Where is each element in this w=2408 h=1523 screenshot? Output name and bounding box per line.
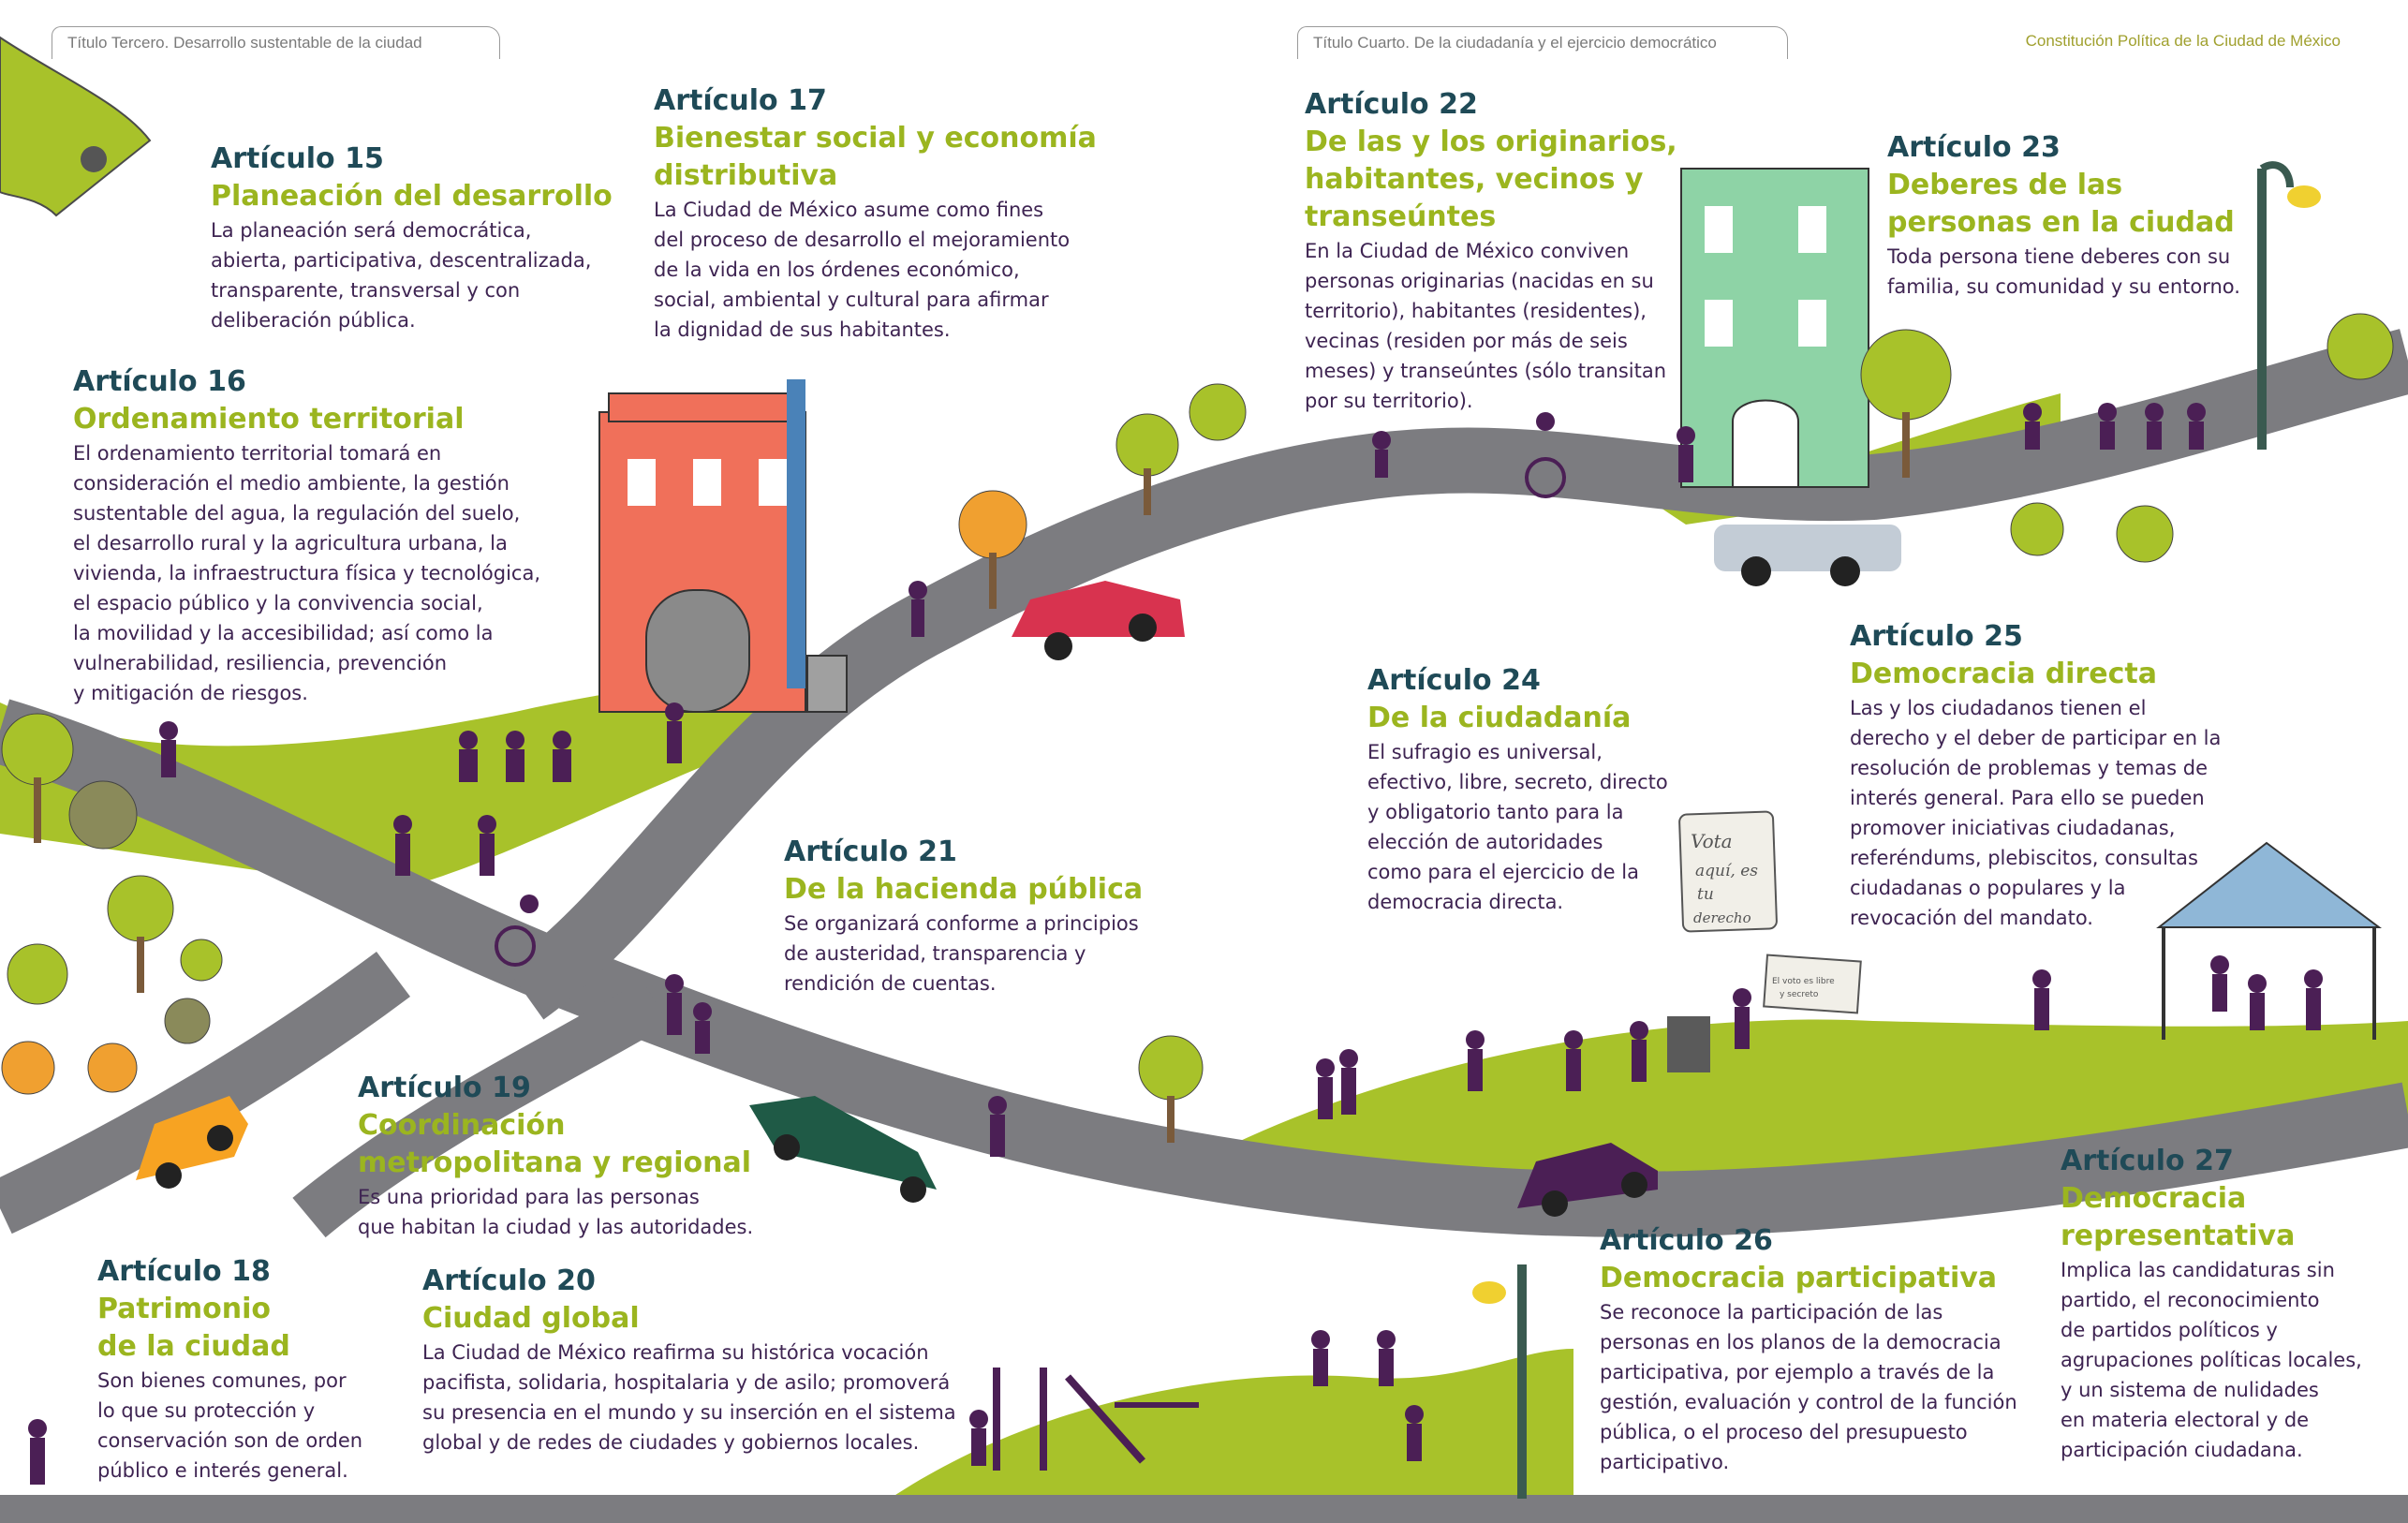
article-number: Artículo 16 (73, 365, 246, 398)
article-number: Artículo 21 (784, 835, 957, 868)
main-road (0, 699, 2408, 1237)
article-27: Artículo 27 Democracia representativa Im… (2061, 1143, 2362, 1465)
ballot-sign: El voto es libre y secreto (1763, 954, 1862, 1014)
event-tent (2156, 841, 2382, 1040)
vote-sign-line-1: Vota (1691, 830, 1733, 852)
article-number: Artículo 26 (1600, 1224, 1773, 1257)
ballot-box (1667, 1016, 1710, 1072)
article-body: La Ciudad de México asume como fines del… (654, 199, 1071, 341)
article-body: El ordenamiento territorial tomará en co… (73, 442, 541, 704)
article-number: Artículo 20 (422, 1264, 596, 1297)
article-15: Artículo 15 Planeación del desarrollo La… (211, 140, 613, 335)
tree-group (1, 313, 2394, 1143)
article-body: Es una prioridad para las personas que h… (358, 1186, 754, 1238)
article-number: Artículo 22 (1305, 88, 1478, 121)
street-lamp-right (2257, 161, 2321, 450)
article-24: Artículo 24 De la ciudadanía El sufragio… (1367, 662, 1668, 917)
article-body: La planeación será democrática, abierta,… (211, 219, 592, 332)
bell-icon (0, 36, 152, 217)
article-number: Artículo 15 (211, 142, 384, 175)
people-silhouettes (28, 403, 2323, 1485)
article-body: Toda persona tiene deberes con su famili… (1887, 245, 2240, 298)
vote-sign-line-4: derecho (1693, 909, 1751, 926)
grass-hill-center (1180, 1019, 2408, 1208)
article-body: Las y los ciudadanos tienen el derecho y… (1850, 697, 2222, 929)
article-title: Democracia directa (1850, 658, 2157, 690)
article-23: Artículo 23 Deberes de las personas en l… (1887, 129, 2240, 302)
article-title: Deberes de las personas en la ciudad (1887, 169, 2235, 239)
article-body: En la Ciudad de México conviven personas… (1305, 240, 1667, 412)
article-title: Planeación del desarrollo (211, 180, 613, 213)
article-title: Democracia representativa (2061, 1182, 2296, 1252)
white-truck (1714, 525, 1901, 586)
street-lamp-bottom (1472, 1264, 1527, 1499)
article-26: Artículo 26 Democracia participativa Se … (1600, 1222, 2017, 1477)
article-19: Artículo 19 Coordinación metropolitana y… (358, 1070, 753, 1242)
article-number: Artículo 17 (654, 84, 827, 117)
article-number: Artículo 25 (1850, 620, 2023, 653)
police-car (749, 1096, 937, 1203)
section-tab-label: Título Tercero. Desarrollo sustentable d… (67, 34, 422, 52)
article-body: El sufragio es universal, efectivo, libr… (1367, 741, 1668, 913)
article-title: Democracia participativa (1600, 1262, 1998, 1294)
main-road-upper (505, 329, 2408, 1020)
ballot-sign-line-1: El voto es libre (1772, 977, 1835, 986)
article-body: Implica las candidaturas sin partido, el… (2061, 1259, 2362, 1461)
article-number: Artículo 24 (1367, 664, 1541, 697)
article-body: Se organizará conforme a principios de a… (784, 912, 1139, 995)
side-road-left (0, 951, 410, 1235)
section-tab-titulo-cuarto: Título Cuarto. De la ciudadanía y el eje… (1297, 26, 1788, 59)
article-17: Artículo 17 Bienestar social y economía … (654, 82, 1097, 345)
article-18: Artículo 18 Patrimonio de la ciudad Son … (97, 1253, 362, 1486)
article-number: Artículo 23 (1887, 131, 2061, 164)
ballot-sign-line-2: y secreto (1780, 990, 1819, 999)
article-number: Artículo 19 (358, 1072, 531, 1104)
vote-sign: Vota aquí, es tu derecho (1678, 810, 1778, 933)
playground (993, 1368, 1199, 1471)
side-road-lower (292, 980, 670, 1238)
article-title: De la hacienda pública (784, 873, 1144, 906)
article-25: Artículo 25 Democracia directa Las y los… (1850, 618, 2221, 933)
article-title: De las y los originarios, habitantes, ve… (1305, 126, 1677, 233)
article-number: Artículo 18 (97, 1255, 271, 1288)
article-body: La Ciudad de México reafirma su históric… (422, 1341, 956, 1454)
bell-clapper-icon (81, 146, 107, 172)
article-16: Artículo 16 Ordenamiento territorial El … (73, 363, 540, 708)
article-title: Ciudad global (422, 1302, 640, 1335)
section-tab-titulo-tercero: Título Tercero. Desarrollo sustentable d… (52, 26, 500, 59)
article-title: Ordenamiento territorial (73, 403, 465, 436)
green-building (1680, 168, 1869, 488)
vote-sign-line-2: aquí, es (1695, 862, 1758, 880)
article-number: Artículo 27 (2061, 1145, 2234, 1177)
red-building (598, 379, 848, 713)
article-title: Patrimonio de la ciudad (97, 1293, 290, 1363)
article-20: Artículo 20 Ciudad global La Ciudad de M… (422, 1263, 956, 1457)
document-title: Constitución Política de la Ciudad de Mé… (2025, 32, 2341, 50)
article-title: Bienestar social y economía distributiva (654, 122, 1097, 192)
section-tab-label: Título Cuarto. De la ciudadanía y el eje… (1313, 34, 1717, 52)
purple-car (1517, 1143, 1658, 1217)
article-title: De la ciudadanía (1367, 702, 1632, 734)
ground-strip (0, 1495, 2408, 1523)
article-21: Artículo 21 De la hacienda pública Se or… (784, 834, 1143, 998)
grass-hill-bottom (890, 1349, 1573, 1499)
article-body: Se reconoce la participación de las pers… (1600, 1301, 2017, 1473)
vote-sign-line-3: tu (1697, 885, 1714, 904)
article-body: Son bienes comunes, por lo que su protec… (97, 1369, 363, 1482)
article-title: Coordinación metropolitana y regional (358, 1109, 752, 1179)
article-22: Artículo 22 De las y los originarios, ha… (1305, 86, 1677, 416)
red-car (1012, 581, 1185, 660)
orange-car (136, 1096, 248, 1189)
